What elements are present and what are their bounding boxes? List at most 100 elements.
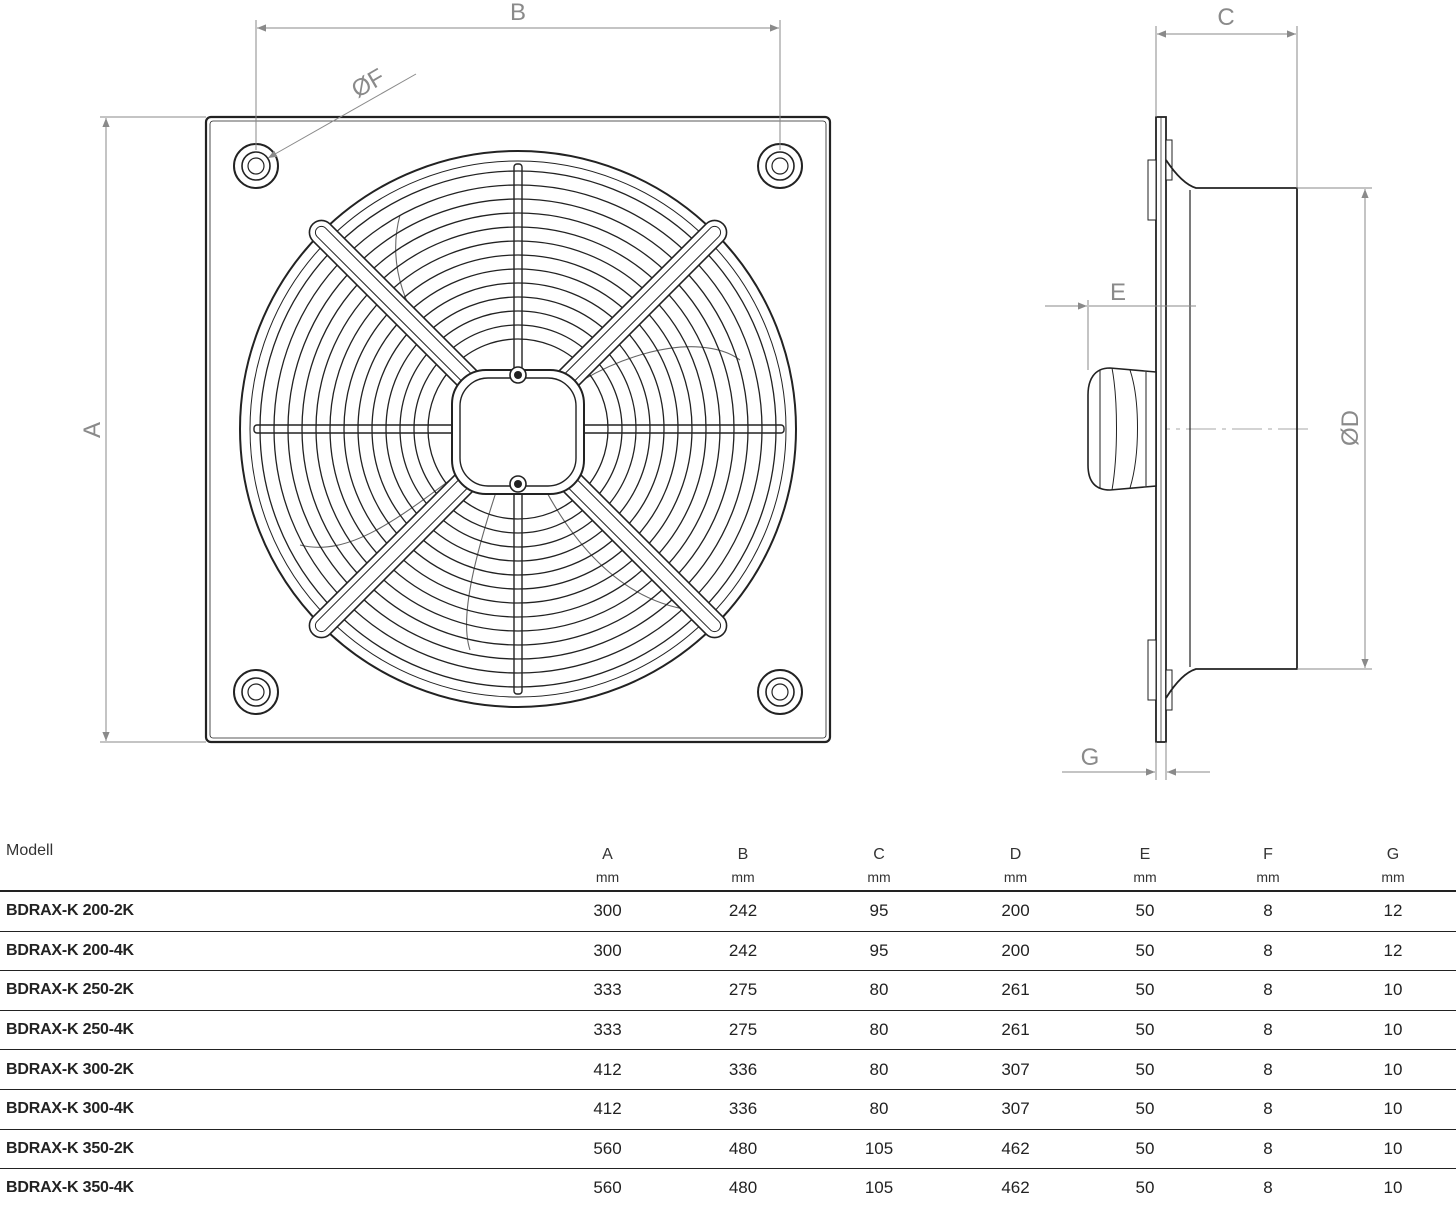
value-f: 8: [1263, 1178, 1273, 1198]
table-row: BDRAX-K 300-2K 412 336 80 307 50 8 10: [0, 1049, 1456, 1090]
value-g: 10: [1330, 1089, 1456, 1130]
venturi-ring: [239, 150, 797, 708]
value-e: 50: [1135, 1178, 1155, 1198]
value-d: 261: [947, 970, 1084, 1011]
value-c: 95: [811, 931, 947, 972]
mounting-hole-bottom-left: [233, 669, 279, 715]
model-name: BDRAX-K 300-4K: [0, 1089, 540, 1130]
column-unit: mm: [1330, 864, 1456, 892]
model-name: BDRAX-K 350-4K: [6, 1179, 134, 1197]
model-name: BDRAX-K 250-4K: [0, 1010, 540, 1051]
dimension-g: [1062, 742, 1210, 780]
column-header-g: G: [1386, 846, 1400, 863]
column-header-c: C: [873, 846, 885, 863]
value-d: 200: [947, 891, 1084, 932]
value-a: 560: [540, 1129, 675, 1170]
mounting-hole-top-right: [757, 143, 803, 189]
column-unit: mm: [540, 864, 675, 892]
model-name: BDRAX-K 250-2K: [0, 970, 540, 1011]
grille-ring: [287, 198, 749, 660]
value-g: 10: [1330, 1129, 1456, 1170]
value-e: 50: [1084, 931, 1206, 972]
dimension-b-label: B: [510, 0, 526, 26]
value-d: 307: [947, 1089, 1084, 1130]
value-f: 8: [1206, 891, 1330, 932]
value-b: 480: [728, 1178, 758, 1198]
model-name: BDRAX-K 200-4K: [0, 931, 540, 972]
column-header-e: E: [1139, 846, 1151, 863]
value-e: 50: [1084, 1010, 1206, 1051]
motor-hub: [451, 366, 585, 495]
dimension-c-label: C: [1217, 4, 1234, 31]
value-f: 8: [1206, 1089, 1330, 1130]
grille-ring: [343, 254, 693, 604]
model-column-header: Modell: [0, 832, 540, 892]
column-header-b: B: [737, 846, 749, 863]
dimension-d: [1297, 187, 1372, 670]
value-g: 10: [1330, 1049, 1456, 1090]
value-c: 105: [811, 1129, 947, 1170]
value-b: 242: [675, 931, 811, 972]
value-g: 10: [1330, 1010, 1456, 1051]
side-view: C ØD E G: [1045, 4, 1372, 780]
value-c: 80: [811, 1010, 947, 1051]
table-row: BDRAX-K 250-2K 333 275 80 261 50 8 10: [0, 970, 1456, 1011]
fan-housing: [1165, 159, 1298, 699]
table-row: BDRAX-K 300-4K 412 336 80 307 50 8 10: [0, 1089, 1456, 1130]
value-a: 333: [540, 970, 675, 1011]
front-view: B A ØF: [79, 0, 832, 744]
value-d: 261: [947, 1010, 1084, 1051]
value-f: 8: [1206, 1010, 1330, 1051]
value-g: 12: [1330, 931, 1456, 972]
grille-ring: [385, 296, 651, 562]
value-b: 336: [675, 1089, 811, 1130]
fan-technical-drawing: B A ØF: [79, 0, 1372, 780]
motor-side-profile: [1087, 367, 1157, 491]
grille-ring: [399, 310, 637, 548]
value-d: 462: [947, 1129, 1084, 1170]
value-b: 480: [675, 1129, 811, 1170]
value-c: 80: [811, 1089, 947, 1130]
model-name: BDRAX-K 350-2K: [0, 1129, 540, 1170]
dimension-table: Modell A B C D E F G mm mm mm mm mm mm m…: [0, 832, 1456, 1208]
model-name: BDRAX-K 300-2K: [0, 1049, 540, 1090]
value-b: 275: [675, 1010, 811, 1051]
column-unit: mm: [1084, 864, 1206, 892]
value-g: 10: [1383, 1178, 1403, 1198]
table-row: BDRAX-K 250-4K 333 275 80 261 50 8 10: [0, 1010, 1456, 1051]
dimension-b: [255, 20, 781, 150]
grille-ring: [371, 282, 665, 576]
value-g: 10: [1330, 970, 1456, 1011]
value-d: 307: [947, 1049, 1084, 1090]
column-header-a: A: [602, 846, 613, 863]
table-row: BDRAX-K 350-4K 560 480 105 462 50 8 10: [0, 1169, 1456, 1208]
column-unit: mm: [947, 864, 1084, 892]
table-row: BDRAX-K 200-2K 300 242 95 200 50 8 12: [0, 891, 1456, 932]
value-e: 50: [1084, 970, 1206, 1011]
table-row: BDRAX-K 350-2K 560 480 105 462 50 8 10: [0, 1129, 1456, 1170]
value-a: 300: [540, 931, 675, 972]
column-unit: mm: [811, 864, 947, 892]
value-e: 50: [1084, 891, 1206, 932]
mounting-hole-bottom-right: [757, 669, 803, 715]
grille-ring: [301, 212, 735, 646]
value-g: 12: [1330, 891, 1456, 932]
model-name: BDRAX-K 200-2K: [0, 891, 540, 932]
value-e: 50: [1084, 1089, 1206, 1130]
mounting-plate: [204, 115, 832, 744]
dimension-a-label: A: [79, 422, 106, 438]
value-c: 80: [811, 970, 947, 1011]
dimension-f: [267, 73, 417, 159]
dimension-d-label: ØD: [1337, 410, 1364, 446]
value-b: 275: [675, 970, 811, 1011]
value-d: 200: [947, 931, 1084, 972]
grille-ring: [413, 324, 623, 534]
guard-grille: [259, 170, 777, 688]
value-d: 462: [1001, 1178, 1030, 1198]
value-b: 242: [675, 891, 811, 932]
dimension-g-label: G: [1081, 744, 1100, 771]
dimension-f-label: ØF: [347, 63, 389, 103]
mounting-hole-top-left: [233, 143, 279, 189]
value-b: 336: [675, 1049, 811, 1090]
column-unit: mm: [675, 864, 811, 892]
